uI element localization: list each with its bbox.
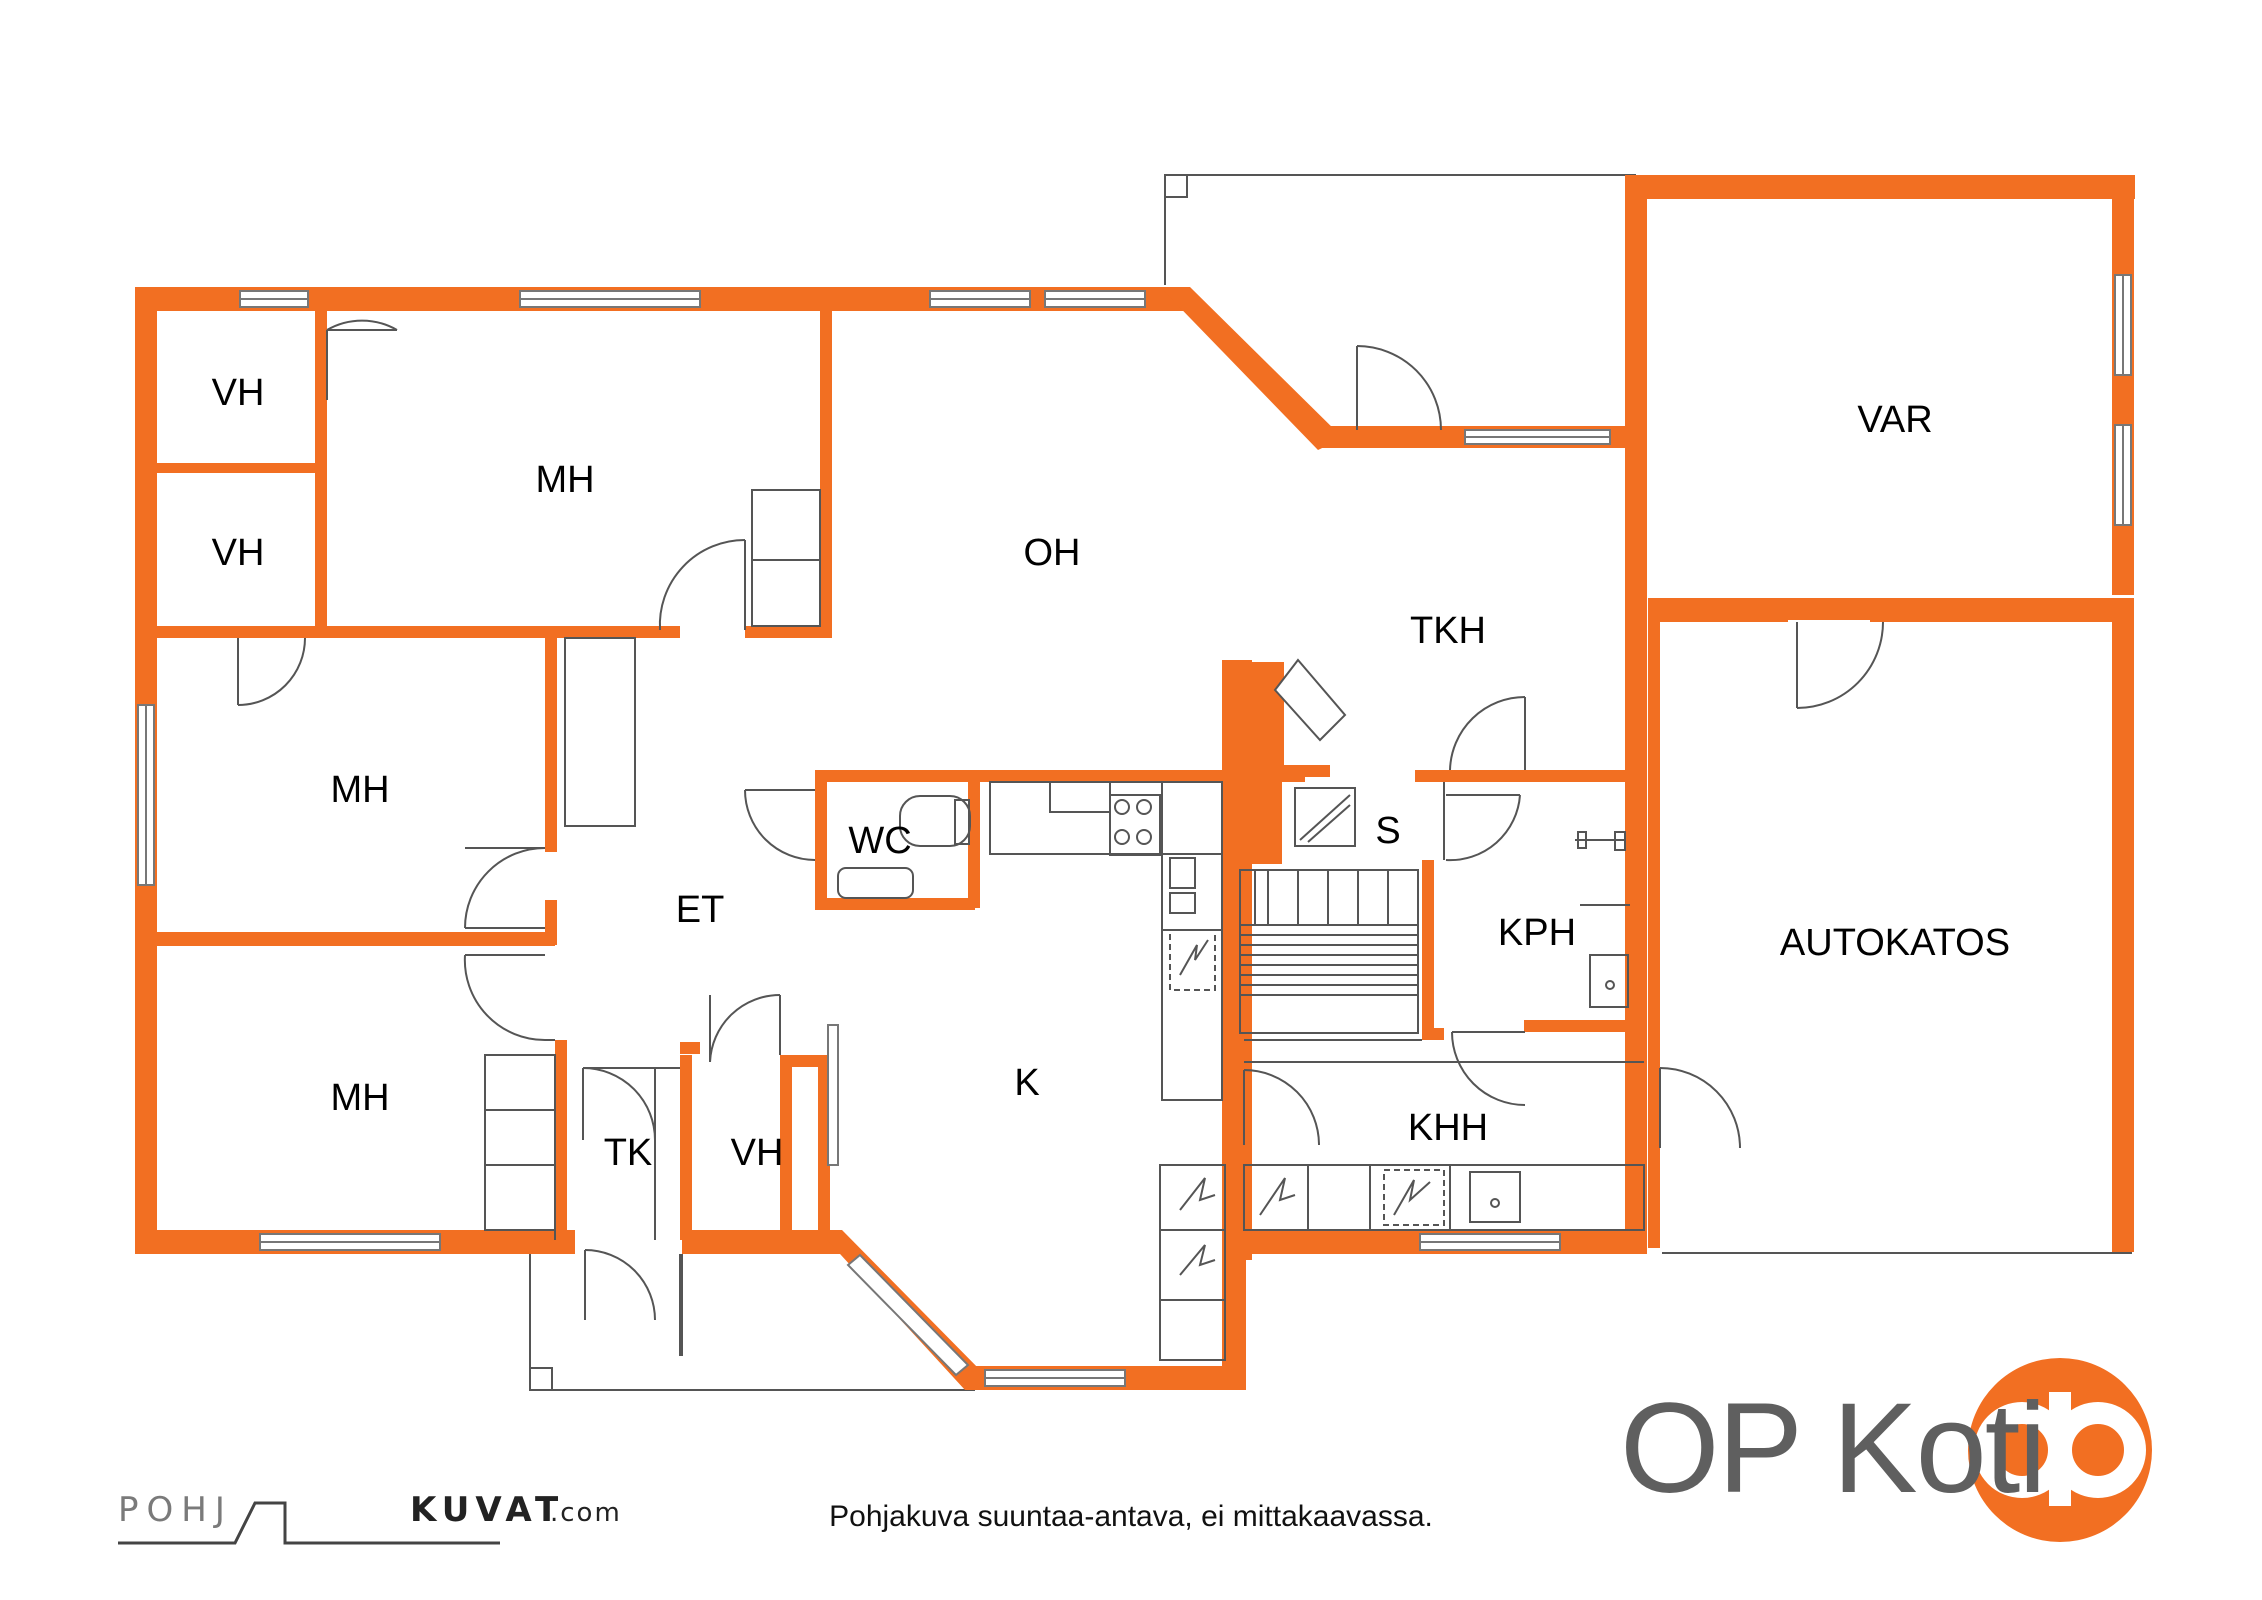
- room-label-tk: TK: [604, 1132, 653, 1174]
- fixtures: [484, 489, 1645, 1361]
- room-labels: VH VH MH OH VAR TKH MH WC S ET KPH AUTOK…: [212, 372, 2010, 1174]
- op-logo: [1968, 1358, 2152, 1542]
- room-label-tkh: TKH: [1410, 610, 1486, 652]
- disclaimer-note: Pohjakuva suuntaa-antava, ei mittakaavas…: [829, 1500, 1433, 1533]
- windows: [137, 274, 2132, 1387]
- credit-part-3: .com: [550, 1498, 622, 1528]
- room-label-oh: OH: [1024, 532, 1081, 574]
- terrace-outlines: [529, 174, 2132, 1391]
- credit-part-2: KUVAT: [410, 1490, 565, 1530]
- room-label-mh2: MH: [330, 769, 389, 811]
- room-label-kph: KPH: [1498, 912, 1576, 954]
- credit-mark: [118, 1501, 500, 1545]
- room-label-wc: WC: [848, 820, 911, 862]
- room-label-et: ET: [676, 889, 725, 931]
- room-label-var: VAR: [1857, 399, 1932, 441]
- room-label-vh1: VH: [212, 372, 265, 414]
- room-label-khh: KHH: [1408, 1107, 1488, 1149]
- room-label-mh1: MH: [535, 459, 594, 501]
- room-label-mh3: MH: [330, 1077, 389, 1119]
- doors: [237, 319, 1884, 1356]
- brand-name: OP Koti: [1620, 1377, 2047, 1520]
- room-label-s: S: [1375, 810, 1400, 852]
- room-label-k: K: [1014, 1062, 1039, 1104]
- room-label-autokatos: AUTOKATOS: [1780, 922, 2010, 964]
- room-label-vh2: VH: [212, 532, 265, 574]
- credit-part-1: POHJ: [118, 1490, 233, 1530]
- room-label-vh3: VH: [731, 1132, 784, 1174]
